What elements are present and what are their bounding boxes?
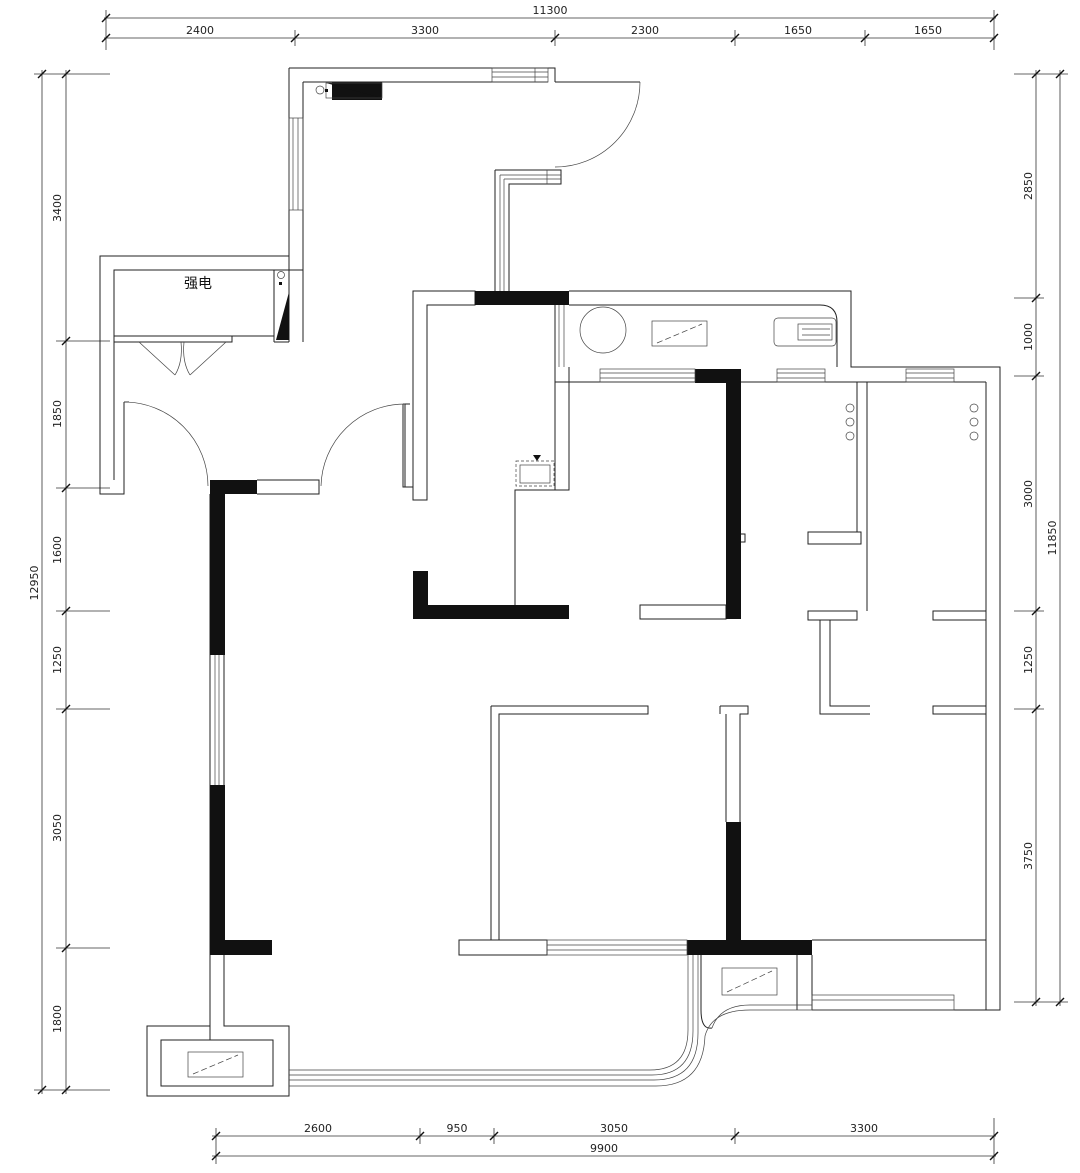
dimension-bottom: 2600 950 3050 3300 9900: [211, 1118, 999, 1164]
window-bedroom-bottom: [811, 994, 955, 1011]
window-living-bottom: [546, 939, 688, 956]
window-bedroom-top-2: [905, 368, 955, 383]
ac-unit-icon: [651, 320, 708, 347]
dim-right-segment-5: 3750: [1022, 842, 1035, 870]
corridor-meter-icon: [315, 82, 383, 99]
dim-bottom-segment-2: 950: [447, 1122, 468, 1135]
window-living-left: [214, 655, 220, 785]
ac-unit-bottom-left-icon: [187, 1051, 244, 1078]
dimension-right: 2850 1000 3000 1250 3750 11850: [1014, 69, 1068, 1007]
dim-right-total: 11850: [1046, 521, 1059, 556]
window-bedroom-top-1: [776, 368, 826, 383]
dim-top-segment-4: 1650: [784, 24, 812, 37]
windows: [214, 67, 955, 1011]
dim-left-segment-1: 3400: [51, 194, 64, 222]
dim-bottom-total: 9900: [590, 1142, 618, 1155]
dim-left-segment-3: 1600: [51, 536, 64, 564]
meter-box-icon: [515, 455, 555, 487]
electrical-room-label: 强电: [184, 276, 212, 292]
dim-top-segment-2: 3300: [411, 24, 439, 37]
doors: [123, 81, 641, 487]
fixtures: [187, 82, 979, 1078]
dim-bottom-segment-4: 3300: [850, 1122, 878, 1135]
dim-left-segment-5: 3050: [51, 814, 64, 842]
door-top-entry: [554, 81, 641, 168]
window-kitchen-side: [558, 305, 565, 367]
door-electrical-double: [138, 341, 227, 376]
dim-right-segment-3: 3000: [1022, 480, 1035, 508]
window-left-corridor: [288, 117, 304, 211]
dimension-top: 11300 2400 3300 2300 1650 1650: [101, 4, 999, 50]
dim-bottom-segment-1: 2600: [304, 1122, 332, 1135]
dim-left-segment-6: 1800: [51, 1005, 64, 1033]
vent-pipes-left-icon: [845, 403, 855, 441]
dim-bottom-segment-3: 3050: [600, 1122, 628, 1135]
dim-top-total: 11300: [533, 4, 568, 17]
electrical-panel-icon: [277, 271, 285, 285]
dim-right-segment-4: 1250: [1022, 646, 1035, 674]
dim-right-segment-1: 2850: [1022, 172, 1035, 200]
ac-unit-bottom-right-icon: [721, 967, 778, 996]
dim-top-segment-1: 2400: [186, 24, 214, 37]
dim-left-segment-2: 1850: [51, 400, 64, 428]
vent-pipes-right-icon: [969, 403, 979, 441]
door-entry-left: [123, 401, 209, 487]
door-entry-right: [320, 403, 406, 487]
washing-machine-icon: [773, 317, 837, 347]
dim-right-segment-2: 1000: [1022, 323, 1035, 351]
dim-top-segment-5: 1650: [914, 24, 942, 37]
window-kitchen-top: [599, 368, 696, 383]
dim-left-segment-4: 1250: [51, 646, 64, 674]
window-corridor-right: [499, 170, 561, 291]
structural-walls: [210, 82, 812, 955]
dim-top-segment-3: 2300: [631, 24, 659, 37]
dimension-left: 12950 3400 1850 1600 1250 3050 1800: [28, 69, 110, 1095]
dim-left-total: 12950: [28, 566, 41, 601]
window-top-entry: [491, 67, 549, 83]
water-heater-icon: [579, 306, 627, 354]
